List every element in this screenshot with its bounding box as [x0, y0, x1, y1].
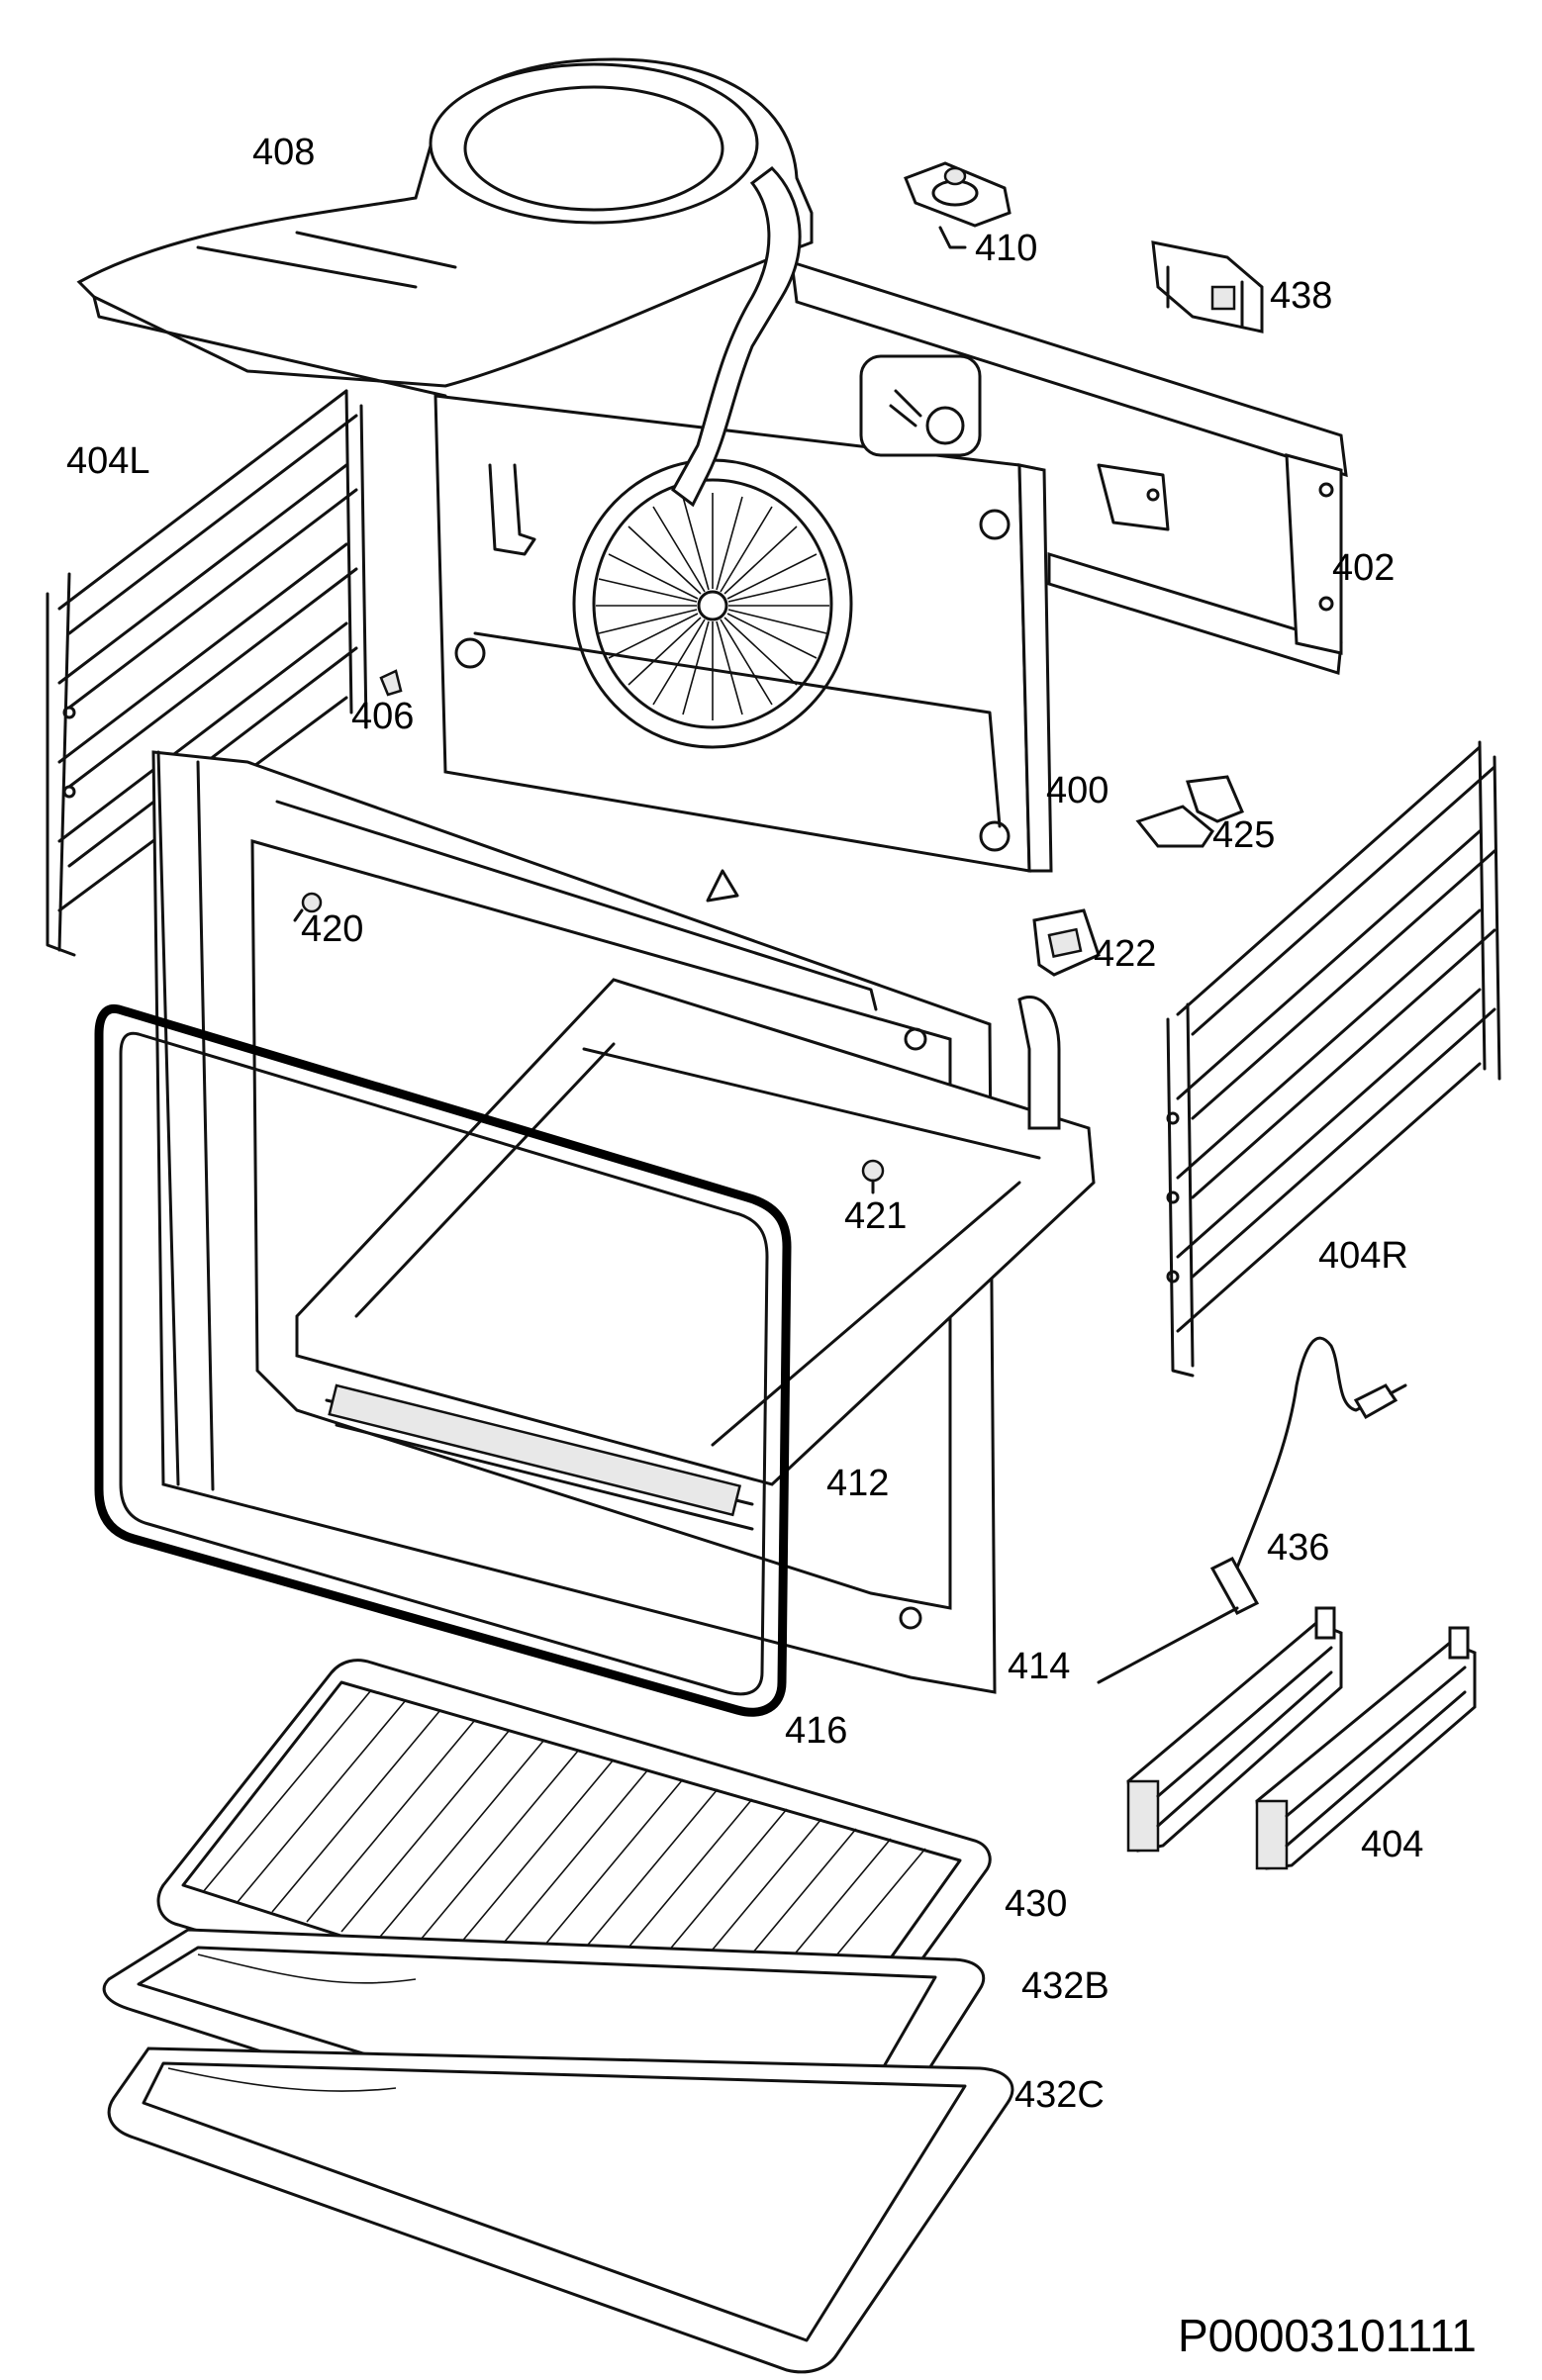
part-402-rail-drawing — [790, 259, 1348, 675]
label-421: 421 — [844, 1195, 908, 1237]
label-422: 422 — [1094, 933, 1157, 975]
label-414: 414 — [1008, 1646, 1071, 1687]
part-412-cavity-drawing — [151, 750, 1096, 1694]
label-425: 425 — [1212, 814, 1276, 856]
part-416-door-seal-drawing — [94, 1003, 792, 1717]
part-404-runners-drawing — [1126, 1606, 1477, 1870]
label-404R: 404R — [1318, 1235, 1408, 1277]
part-432C-tray-drawing — [107, 2047, 1014, 2374]
label-412: 412 — [826, 1463, 890, 1504]
label-416: 416 — [785, 1710, 848, 1752]
label-420: 420 — [301, 908, 364, 950]
part-404R-shelf-support-drawing — [1166, 740, 1501, 1378]
label-404L: 404L — [66, 440, 150, 482]
part-436-probe-cable-drawing — [1097, 1336, 1407, 1684]
label-400: 400 — [1046, 770, 1109, 811]
label-410: 410 — [975, 228, 1038, 269]
part-421-screw-drawing — [861, 1159, 885, 1194]
part-408-fan-cover-drawing — [76, 57, 814, 508]
part-438-bracket-drawing — [1151, 240, 1264, 333]
label-406: 406 — [351, 696, 415, 737]
label-436: 436 — [1267, 1527, 1330, 1569]
part-400-back-panel-drawing — [434, 354, 1053, 873]
part-422-lamp-holder-drawing — [1032, 908, 1101, 977]
part-420-screw-drawing — [293, 892, 323, 922]
part-425-switch-drawing — [1135, 775, 1244, 848]
part-406-clip-drawing — [379, 669, 403, 697]
label-430: 430 — [1005, 1883, 1068, 1925]
drawing-code: P00003101111 — [1178, 2310, 1477, 2361]
label-432C: 432C — [1014, 2074, 1105, 2116]
label-432B: 432B — [1021, 1965, 1109, 2007]
label-402: 402 — [1332, 547, 1396, 589]
label-404: 404 — [1361, 1824, 1424, 1865]
part-404L-shelf-support-drawing — [46, 389, 368, 957]
part-410-fan-motor-drawing — [904, 161, 1012, 249]
label-408: 408 — [252, 132, 316, 173]
label-438: 438 — [1270, 275, 1333, 317]
